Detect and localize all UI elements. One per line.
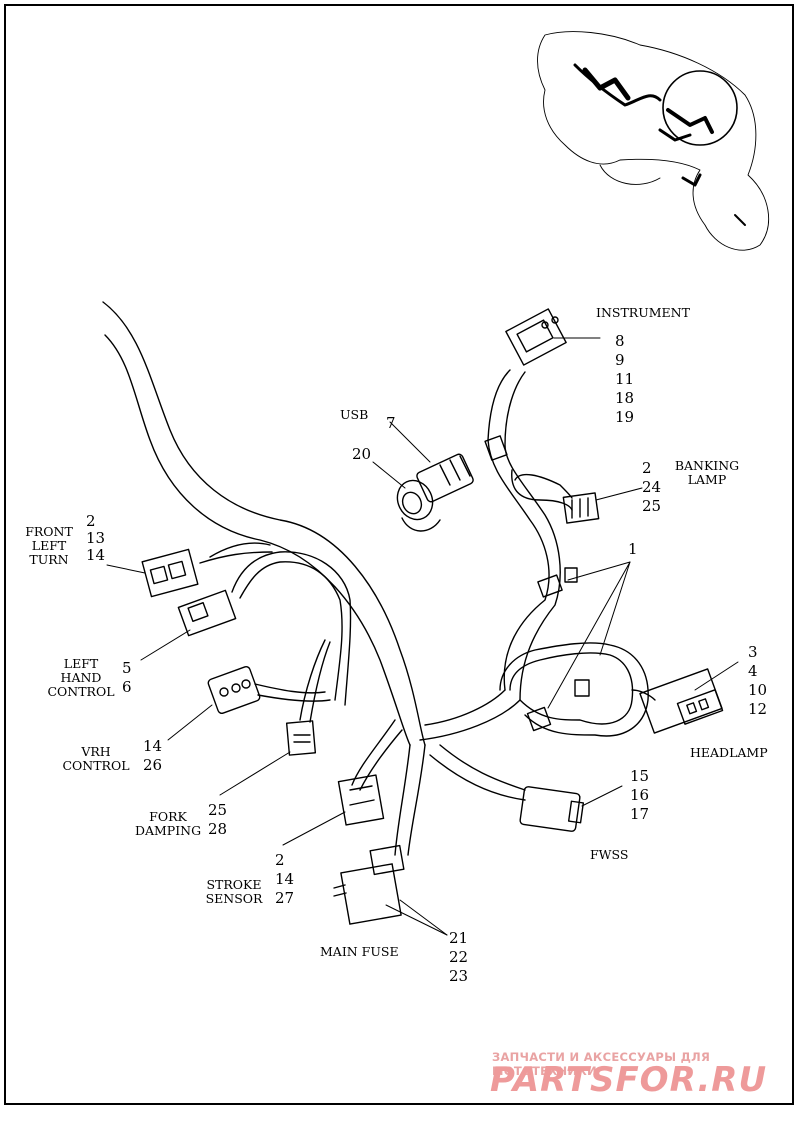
- page-frame: [4, 4, 794, 1105]
- callout-number: 23: [449, 967, 469, 985]
- callout-number: 25: [208, 801, 228, 819]
- callouts-front-left-turn: 2 13 14: [86, 513, 105, 564]
- callout-number: 3: [748, 643, 758, 661]
- callout-number: 17: [630, 805, 650, 823]
- callout-number: 14: [275, 870, 295, 888]
- callouts-fwss: 15 16 17: [630, 767, 649, 824]
- callout-number: 6: [122, 678, 132, 696]
- connector-left-hand-control: [177, 589, 237, 637]
- watermark-logo: PARTSFOR.RU: [490, 1060, 768, 1100]
- main-harness: [102, 301, 656, 856]
- callout-number: 4: [748, 662, 758, 680]
- label-fwss: FWSS: [590, 847, 629, 862]
- label-line: LEFT: [31, 538, 67, 553]
- callout-number: 16: [630, 786, 650, 804]
- callouts-banking-lamp: 2 24 25: [642, 459, 661, 516]
- callouts-vrh-control: 14 26: [143, 737, 162, 775]
- label-stroke-sensor: STROKE SENSOR: [200, 878, 268, 906]
- callouts-left-hand-control: 5 6: [122, 659, 132, 697]
- connector-vrh-control: [207, 665, 261, 715]
- callout-number: 10: [748, 681, 768, 699]
- callout-number: 13: [86, 529, 106, 547]
- callout-number: 21: [449, 929, 469, 947]
- label-headlamp: HEADLAMP: [690, 745, 768, 760]
- harness-clips: [484, 435, 590, 732]
- callout-number: 25: [642, 497, 662, 515]
- label-line: CONTROL: [62, 758, 130, 773]
- connector-fork-damping: [285, 720, 317, 756]
- callout-number: 28: [208, 820, 228, 838]
- label-line: CONTROL: [47, 684, 115, 699]
- label-line: BANKING: [674, 458, 740, 473]
- label-line: DAMPING: [134, 823, 202, 838]
- callout-number: 26: [143, 756, 163, 774]
- callout-number: 12: [748, 700, 768, 718]
- callouts-fork-damping: 25 28: [208, 801, 227, 839]
- callout-number: 9: [615, 351, 625, 369]
- callout-number: 2: [86, 512, 96, 530]
- connector-front-left-turn: [141, 548, 199, 598]
- connector-usb: [396, 453, 474, 532]
- motorcycle-locator-sketch: [537, 31, 770, 251]
- label-fork-damping: FORK DAMPING: [132, 810, 204, 838]
- label-line: TURN: [29, 552, 69, 567]
- callout-item-1: 1: [628, 540, 638, 558]
- label-left-hand-control: LEFT HAND CONTROL: [46, 657, 116, 699]
- label-line: VRH: [81, 744, 111, 759]
- label-line: FRONT: [25, 524, 73, 539]
- label-line: FORK: [149, 809, 187, 824]
- callout-number: 19: [615, 408, 635, 426]
- callout-number: 14: [86, 546, 106, 564]
- callout-usb-20: 20: [352, 445, 372, 463]
- callout-number: 11: [615, 370, 635, 388]
- label-instrument: INSTRUMENT: [596, 305, 690, 320]
- callout-number: 22: [449, 948, 469, 966]
- callout-usb-7: 7: [386, 414, 396, 432]
- callouts-main-fuse: 21 22 23: [449, 929, 468, 986]
- label-line: STROKE: [206, 877, 262, 892]
- watermark-tagline: ЗАПЧАСТИ И АКСЕССУАРЫ ДЛЯ МОТОТЕХНИКИ: [492, 1050, 711, 1078]
- label-vrh-control: VRH CONTROL: [60, 745, 132, 773]
- connector-stroke-sensor: [337, 774, 385, 826]
- callout-number: 15: [630, 767, 650, 785]
- callouts-instrument: 8 9 11 18 19: [615, 332, 634, 427]
- label-line: SENSOR: [205, 891, 263, 906]
- callout-number: 8: [615, 332, 625, 350]
- connector-headlamp: [639, 668, 724, 734]
- label-line: LAMP: [687, 472, 727, 487]
- label-line: LEFT: [63, 656, 99, 671]
- callouts-stroke-sensor: 2 14 27: [275, 851, 294, 908]
- connector-instrument: [505, 308, 567, 366]
- connector-fwss: [519, 786, 585, 832]
- connector-banking-lamp: [562, 492, 600, 524]
- callout-number: 2: [275, 851, 285, 869]
- connector-main-fuse: [333, 844, 405, 925]
- leader-lines: [106, 337, 739, 936]
- callouts-headlamp: 3 4 10 12: [748, 643, 767, 719]
- label-main-fuse: MAIN FUSE: [320, 944, 399, 959]
- callout-number: 2: [642, 459, 652, 477]
- label-line: HAND: [60, 670, 102, 685]
- callout-number: 14: [143, 737, 163, 755]
- callout-number: 18: [615, 389, 635, 407]
- label-usb: USB: [340, 407, 369, 422]
- label-front-left-turn: FRONT LEFT TURN: [24, 525, 74, 567]
- callout-number: 5: [122, 659, 132, 677]
- callout-number: 27: [275, 889, 295, 907]
- label-banking-lamp: BANKING LAMP: [672, 459, 742, 487]
- callout-number: 24: [642, 478, 662, 496]
